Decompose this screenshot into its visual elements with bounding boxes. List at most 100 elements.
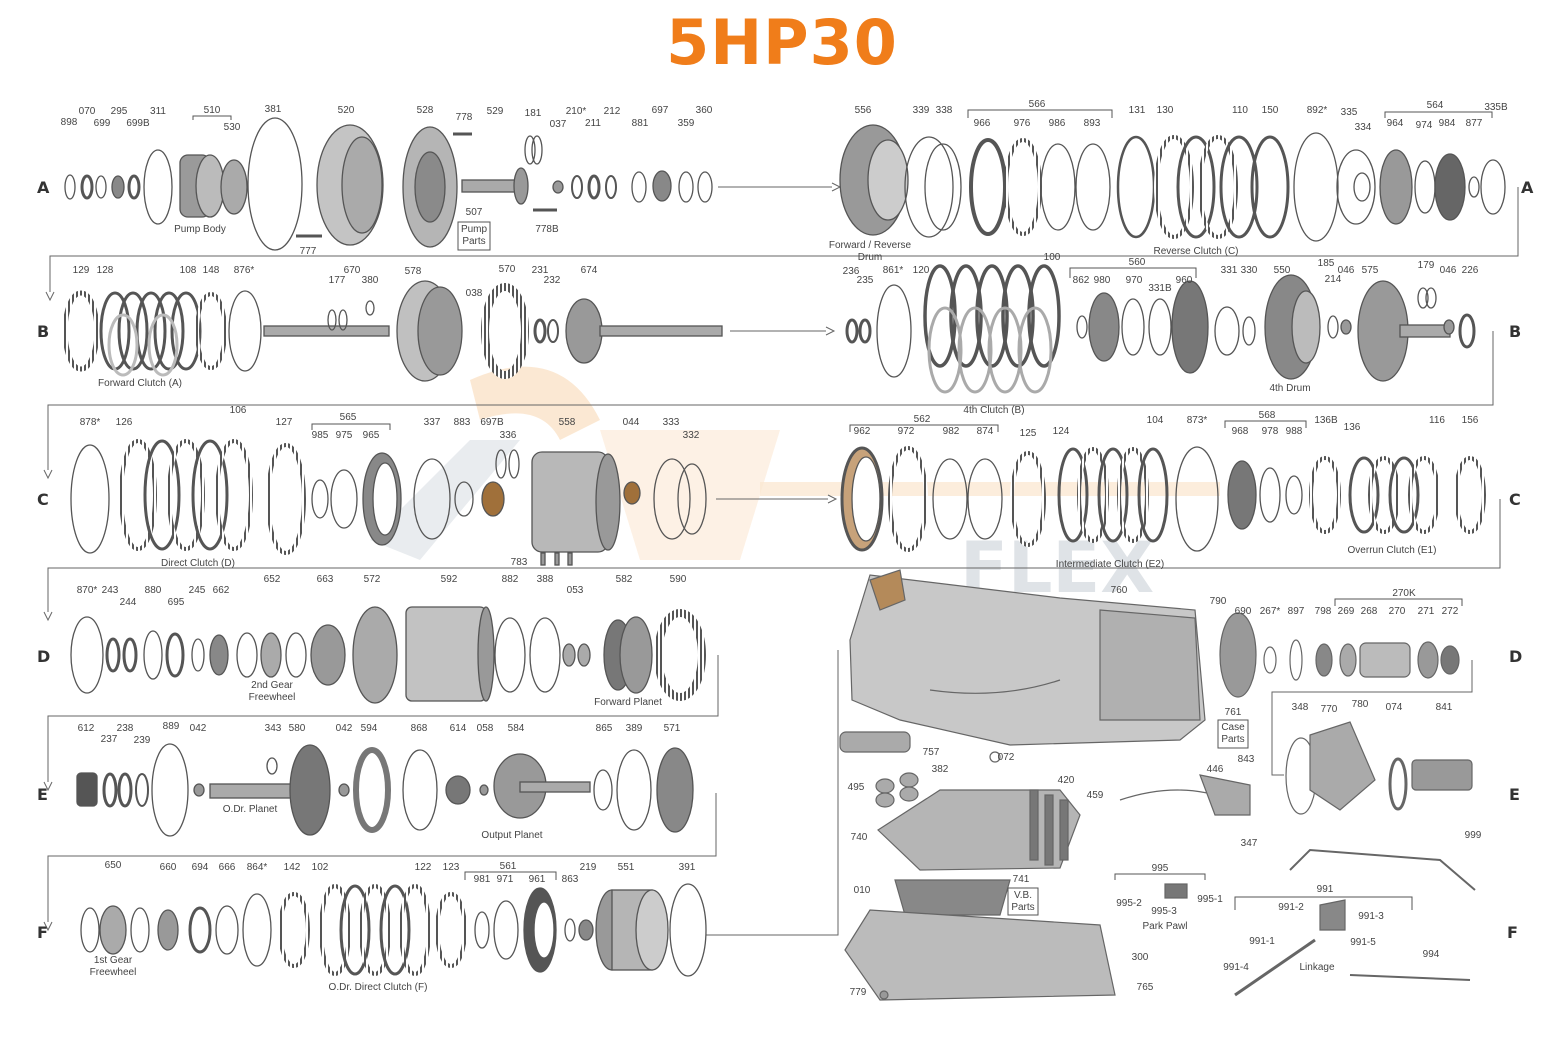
part-number-label: 347 [1241, 838, 1258, 849]
part-number-label: 179 [1418, 260, 1435, 271]
part-number-label: 572 [364, 574, 381, 585]
part-number-label: 136 [1344, 422, 1361, 433]
part-number-label: 271 [1418, 606, 1435, 617]
part-number-label: 970 [1126, 275, 1143, 286]
part-number-label: 893 [1084, 118, 1101, 129]
part-number-label: 571 [664, 723, 681, 734]
part-number-label: 388 [537, 574, 554, 585]
part-number-label: 210* [566, 106, 587, 117]
part-number-label: 245 [189, 585, 206, 596]
part-number-label: 123 [443, 862, 460, 873]
part-number-label: 881 [632, 118, 649, 129]
part-number-label: 128 [97, 265, 114, 276]
row-marker-c-right: C [1509, 490, 1521, 509]
part-number-label: 042 [336, 723, 353, 734]
part-number-label: 892* [1307, 105, 1328, 116]
assembly-label: Direct Clutch (D) [161, 558, 235, 569]
assembly-label: Intermediate Clutch (E2) [1056, 559, 1164, 570]
part-number-label: 695 [168, 597, 185, 608]
part-number-label: 550 [1274, 265, 1291, 276]
assembly-label: 4th Drum [1269, 383, 1310, 394]
part-number-label: 244 [120, 597, 137, 608]
part-number-label: 964 [1387, 118, 1404, 129]
part-number-label: 961 [529, 874, 546, 885]
assembly-label: Parts [1011, 902, 1034, 913]
part-number-label: 974 [1416, 120, 1433, 131]
part-number-label: 116 [1429, 415, 1445, 426]
part-number-label: 861* [883, 265, 904, 276]
part-number-label: 038 [466, 288, 483, 299]
part-number-label: 558 [559, 417, 576, 428]
part-number-label: 779 [850, 987, 867, 998]
part-number-label: 270 [1389, 606, 1406, 617]
assembly-label: Forward Planet [594, 697, 662, 708]
row-marker-f: F [37, 923, 48, 942]
part-number-label: 359 [678, 118, 695, 129]
part-number-label: 272 [1442, 606, 1459, 617]
part-number-label: 966 [974, 118, 991, 129]
assembly-label: Output Planet [481, 830, 542, 841]
part-number-label: 150 [1262, 105, 1279, 116]
part-number-label: 862 [1073, 275, 1090, 286]
part-number-label: 991-3 [1358, 911, 1384, 922]
part-number-label: 999 [1465, 830, 1482, 841]
part-number-label: 122 [415, 862, 432, 873]
part-number-label: 674 [581, 265, 598, 276]
part-number-label: 507 [466, 207, 483, 218]
part-number-label: 870* [77, 585, 98, 596]
part-number-label: 690 [1235, 606, 1252, 617]
assembly-label: O.Dr. Direct Clutch (F) [329, 982, 428, 993]
row-e-parts [76, 743, 694, 837]
part-number-label: 578 [405, 266, 422, 277]
part-number-label: 360 [696, 105, 713, 116]
part-number-label: 965 [363, 430, 380, 441]
assembly-label: Freewheel [90, 967, 137, 978]
part-number-label: 042 [190, 723, 207, 734]
part-number-label: 986 [1049, 118, 1066, 129]
part-number-label: 777 [300, 246, 317, 257]
part-number-label: 219 [580, 862, 597, 873]
part-number-label: 235 [857, 275, 874, 286]
assembly-label: Pump Body [174, 224, 226, 235]
part-number-label: 510 [204, 105, 221, 116]
part-number-label: 343 [265, 723, 282, 734]
part-number-label: 995-2 [1116, 898, 1142, 909]
part-number-label: 874 [977, 426, 994, 437]
part-number-label: 226 [1462, 265, 1479, 276]
part-number-label: 592 [441, 574, 458, 585]
assembly-label: Pump [461, 224, 488, 235]
part-number-label: 960 [1176, 275, 1193, 286]
part-number-label: 330 [1241, 265, 1258, 276]
part-number-label: 391 [679, 862, 696, 873]
part-number-label: 991-1 [1249, 936, 1275, 947]
part-number-label: 584 [508, 723, 525, 734]
assembly-label: 4th Clutch (B) [963, 405, 1024, 416]
transmission-case-group [839, 569, 1476, 1001]
assembly-label: Parts [462, 236, 485, 247]
part-number-label: 446 [1207, 764, 1224, 775]
assembly-label: Freewheel [249, 692, 296, 703]
part-number-label: 562 [914, 414, 931, 425]
part-number-label: 697B [480, 417, 504, 428]
part-number-label: 670 [344, 265, 361, 276]
part-number-label: 863 [562, 874, 579, 885]
part-number-label: 994 [1423, 949, 1440, 960]
part-number-label: 790 [1210, 596, 1227, 607]
part-number-label: 231 [532, 265, 549, 276]
part-number-label: 556 [855, 105, 872, 116]
part-number-label: 590 [670, 574, 687, 585]
part-number-label: 185 [1318, 258, 1335, 269]
row-marker-e: E [37, 785, 48, 804]
part-number-label: 694 [192, 862, 209, 873]
assembly-label: Reverse Clutch (C) [1153, 246, 1238, 257]
part-number-label: 873* [1187, 415, 1208, 426]
part-number-label: 295 [111, 106, 128, 117]
assembly-label: Linkage [1299, 962, 1334, 973]
part-number-label: 268 [1361, 606, 1378, 617]
part-number-label: 046 [1440, 265, 1457, 276]
assembly-label: Case [1221, 722, 1245, 733]
part-number-label: 984 [1439, 118, 1456, 129]
row-marker-b-right: B [1509, 322, 1521, 341]
part-number-label: 561 [500, 861, 517, 872]
part-number-label: 995-1 [1197, 894, 1223, 905]
